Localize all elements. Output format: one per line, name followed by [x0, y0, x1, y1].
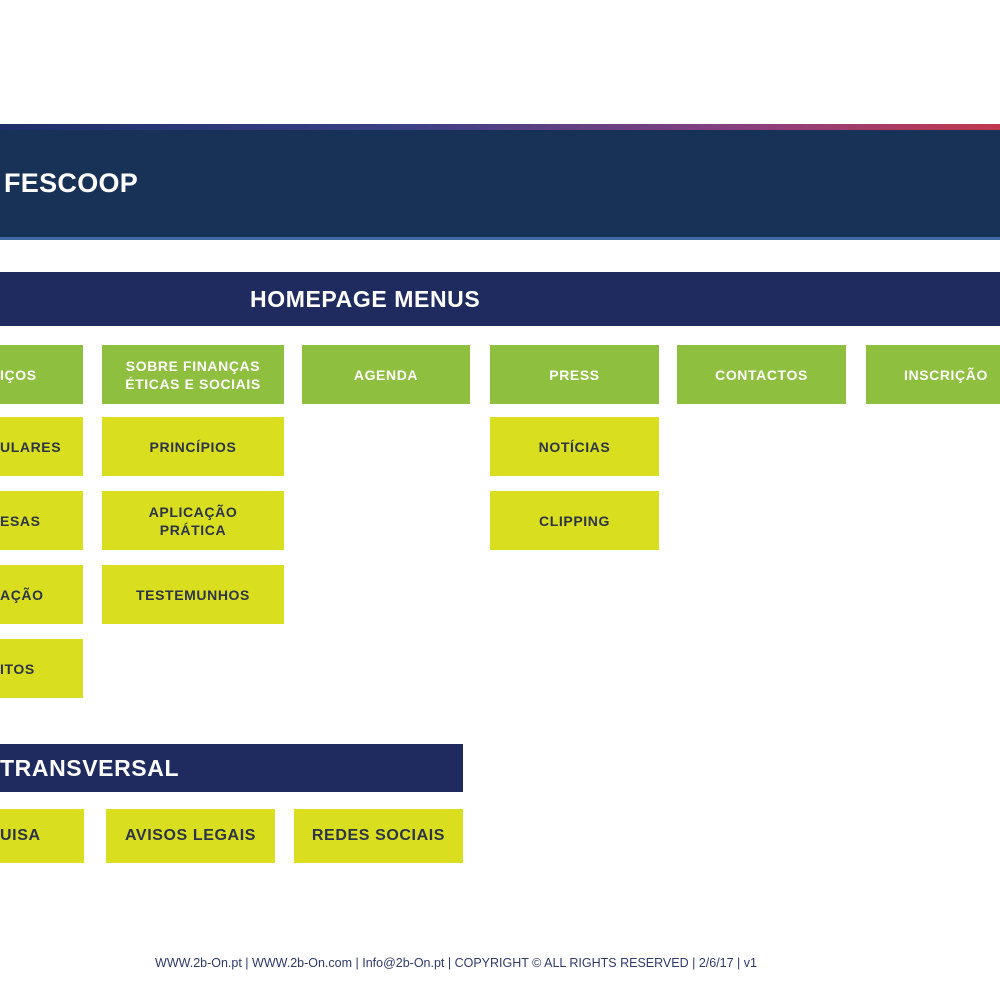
submenu-box-1-1: ULARES [0, 417, 83, 476]
submenu-box-1-2: ESAS [0, 491, 83, 550]
menu-box-contactos-label: CONTACTOS [715, 366, 808, 383]
transversal-box-avisos-legais-label: AVISOS LEGAIS [124, 827, 257, 844]
submenu-box-1-1-label: ULARES [0, 438, 62, 455]
menu-box-financas-eticas: SOBRE FINANÇAS ÉTICAS E SOCIAIS [102, 345, 284, 404]
menu-box-inscricao: INSCRIÇÃO [866, 345, 1000, 404]
submenu-box-1-3-label: AÇÃO [0, 586, 44, 603]
footer-text: WWW.2b-On.pt | WWW.2b-On.com | Info@2b-O… [155, 956, 757, 970]
menu-box-contactos: CONTACTOS [677, 345, 846, 404]
submenu-box-1-4: ITOS [0, 639, 83, 698]
homepage-menus-heading: HOMEPAGE MENUS [0, 272, 1000, 326]
menu-box-financas-eticas-label: SOBRE FINANÇAS ÉTICAS E SOCIAIS [125, 357, 261, 392]
transversal-heading: TRANSVERSAL [0, 744, 463, 792]
page-title: FESCOOP [4, 168, 139, 198]
submenu-box-testemunhos-label: TESTEMUNHOS [136, 586, 250, 603]
transversal-box-pesquisa-label: UISA [0, 827, 41, 844]
submenu-box-1-2-label: ESAS [0, 512, 41, 529]
transversal-box-avisos-legais: AVISOS LEGAIS [106, 809, 275, 863]
menu-box-1-label: IÇOS [0, 366, 37, 383]
submenu-box-1-4-label: ITOS [0, 660, 35, 677]
submenu-box-noticias: NOTÍCIAS [490, 417, 659, 476]
menu-box-agenda: AGENDA [302, 345, 470, 404]
footer: WWW.2b-On.pt | WWW.2b-On.com | Info@2b-O… [0, 956, 1000, 970]
menu-box-press: PRESS [490, 345, 659, 404]
title-bar [0, 130, 1000, 240]
menu-box-agenda-label: AGENDA [353, 366, 419, 383]
submenu-box-clipping: CLIPPING [490, 491, 659, 550]
submenu-box-testemunhos: TESTEMUNHOS [102, 565, 284, 624]
submenu-box-clipping-label: CLIPPING [539, 512, 610, 529]
submenu-box-noticias-label: NOTÍCIAS [538, 438, 611, 455]
menu-box-inscricao-label: INSCRIÇÃO [904, 366, 988, 383]
submenu-box-principios-label: PRINCÍPIOS [149, 438, 237, 455]
transversal-box-redes-sociais: REDES SOCIAIS [294, 809, 463, 863]
menu-box-1: IÇOS [0, 345, 83, 404]
submenu-box-principios: PRINCÍPIOS [102, 417, 284, 476]
submenu-box-1-3: AÇÃO [0, 565, 83, 624]
menu-box-press-label: PRESS [549, 366, 600, 383]
submenu-box-aplicacao-pratica-label: APLICAÇÃO PRÁTICA [148, 503, 238, 538]
transversal-box-pesquisa: UISA [0, 809, 84, 863]
transversal-box-redes-sociais-label: REDES SOCIAIS [311, 827, 446, 844]
header-accent-stripe [0, 124, 1000, 130]
submenu-box-aplicacao-pratica: APLICAÇÃO PRÁTICA [102, 491, 284, 550]
